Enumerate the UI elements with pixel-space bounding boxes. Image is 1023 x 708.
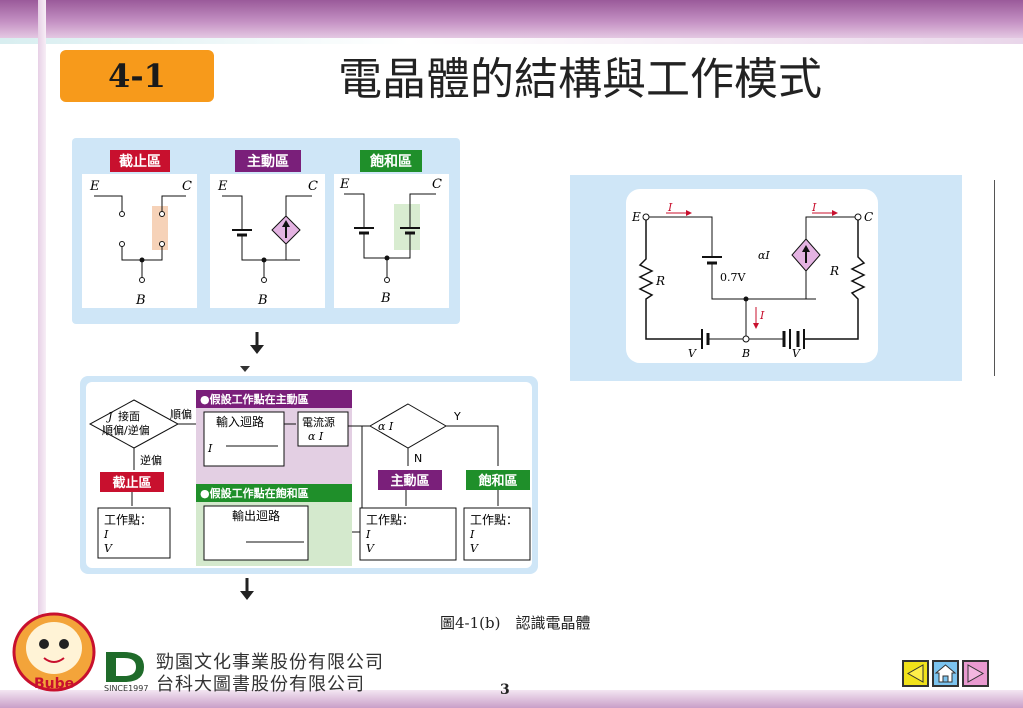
saturation-e: E <box>339 177 350 192</box>
saturation-b: B <box>380 291 391 306</box>
company-line1: 勁園文化事業股份有限公司 <box>156 652 384 673</box>
down-arrow-icon <box>250 332 264 354</box>
transistor-circuit: E I 0.7V R V B I <box>631 201 873 360</box>
flow-cutoff-text: 截止區 <box>112 475 151 491</box>
cutoff-b: B <box>135 293 146 308</box>
flowchart-diagram: J 接面 順偏/逆偏 順偏 逆偏 截止區 工作點： I V ●假設工作點在主動區… <box>88 390 531 566</box>
company-line2: 台科大圖書股份有限公司 <box>156 674 365 695</box>
modes-panel: 截止區 E C B 主動區 E C B 飽 <box>72 138 460 324</box>
cutoff-e: E <box>89 179 100 194</box>
next-arrow-icon <box>967 664 985 683</box>
circuit-panel: E I 0.7V R V B I <box>570 175 962 381</box>
company-names: 勁園文化事業股份有限公司 台科大圖書股份有限公司 <box>156 652 384 696</box>
circuit-e: E <box>631 210 641 224</box>
active-op-point: 工作點： <box>366 513 414 527</box>
current-source-label: 電流源 <box>302 415 335 429</box>
cutoff-tag <box>110 150 170 172</box>
output-loop-label: 輸出迴路 <box>232 508 280 523</box>
saturation-tag-text: 飽和區 <box>369 153 412 170</box>
active-ic: I <box>365 528 371 541</box>
ib-label: I <box>759 309 765 322</box>
decision-line2: 順偏/逆偏 <box>102 423 150 437</box>
vbe-label: 0.7V <box>720 271 746 284</box>
saturation-tag <box>360 150 422 172</box>
rc-label: R <box>829 264 839 278</box>
flow-cutoff-tag <box>100 472 164 492</box>
assume-saturation-label: ●假設工作點在飽和區 <box>200 486 309 500</box>
flow-saturation-text: 飽和區 <box>477 473 517 489</box>
cutoff-tag-text: 截止區 <box>119 153 161 170</box>
active-tag-text: 主動區 <box>247 153 289 170</box>
divider-line <box>994 180 995 376</box>
mascot-text: Bube <box>34 676 74 692</box>
prev-arrow-icon <box>906 664 924 683</box>
no-label: N <box>414 452 422 465</box>
active-b: B <box>257 293 268 308</box>
since-label: SINCE1997 <box>104 684 149 693</box>
input-formula: I <box>207 442 213 455</box>
ie-label: I <box>667 201 673 214</box>
home-icon <box>934 664 957 683</box>
circuit-b: B <box>741 347 750 360</box>
sat-vbc: V <box>470 542 479 555</box>
vee-label: V <box>688 347 697 360</box>
left-accent-bar <box>38 0 46 708</box>
circuit-c: C <box>864 210 873 224</box>
cutoff-op-point: 工作點： <box>104 513 152 527</box>
flowchart-panel: J 接面 順偏/逆偏 順偏 逆偏 截止區 工作點： I V ●假設工作點在主動區… <box>80 376 538 574</box>
small-marker-icon <box>240 366 250 372</box>
figure-caption: 圖4-1(b) 認識電晶體 <box>440 614 591 632</box>
down-arrow-icon-2 <box>240 578 254 600</box>
bottom-banner <box>0 690 1023 708</box>
active-tag <box>235 150 301 172</box>
saturation-op-point: 工作點： <box>470 513 518 527</box>
cutoff-c: C <box>182 179 192 194</box>
assume-active-label: ●假設工作點在主動區 <box>200 392 309 406</box>
cutoff-ic: I <box>103 528 109 541</box>
home-button[interactable] <box>932 660 959 687</box>
top-banner <box>0 0 1023 40</box>
decision-je: J <box>106 410 113 423</box>
page-title: 電晶體的結構與工作模式 <box>338 54 822 105</box>
prev-button[interactable] <box>902 660 929 687</box>
forward-label: 順偏 <box>170 407 192 421</box>
mascot-logo: Bube <box>12 612 96 692</box>
active-e: E <box>217 179 228 194</box>
input-loop-label: 輸入迴路 <box>216 414 264 429</box>
flow-active-text: 主動區 <box>390 473 429 489</box>
re-label: R <box>655 274 665 288</box>
decision-line1: 接面 <box>118 410 140 423</box>
reverse-label: 逆偏 <box>140 453 162 467</box>
saturation-c: C <box>432 177 442 192</box>
modes-diagram: 截止區 E C B 主動區 E C B 飽 <box>82 150 449 308</box>
current-source-expr: α I <box>308 430 324 443</box>
page-number: 3 <box>500 682 510 698</box>
active-vbc: V <box>366 542 375 555</box>
next-button[interactable] <box>962 660 989 687</box>
section-badge: 4-1 <box>60 50 214 102</box>
compare-expr: α I <box>378 420 394 433</box>
vcc-label: V <box>792 347 801 360</box>
ic-label: I <box>811 201 817 214</box>
cutoff-vbc: V <box>104 542 113 555</box>
yes-label: Y <box>453 410 461 423</box>
company-logo <box>106 652 144 682</box>
sat-ic: I <box>469 528 475 541</box>
alpha-label: αI <box>758 249 770 262</box>
active-c: C <box>308 179 318 194</box>
top-banner-stripe <box>0 38 1023 44</box>
